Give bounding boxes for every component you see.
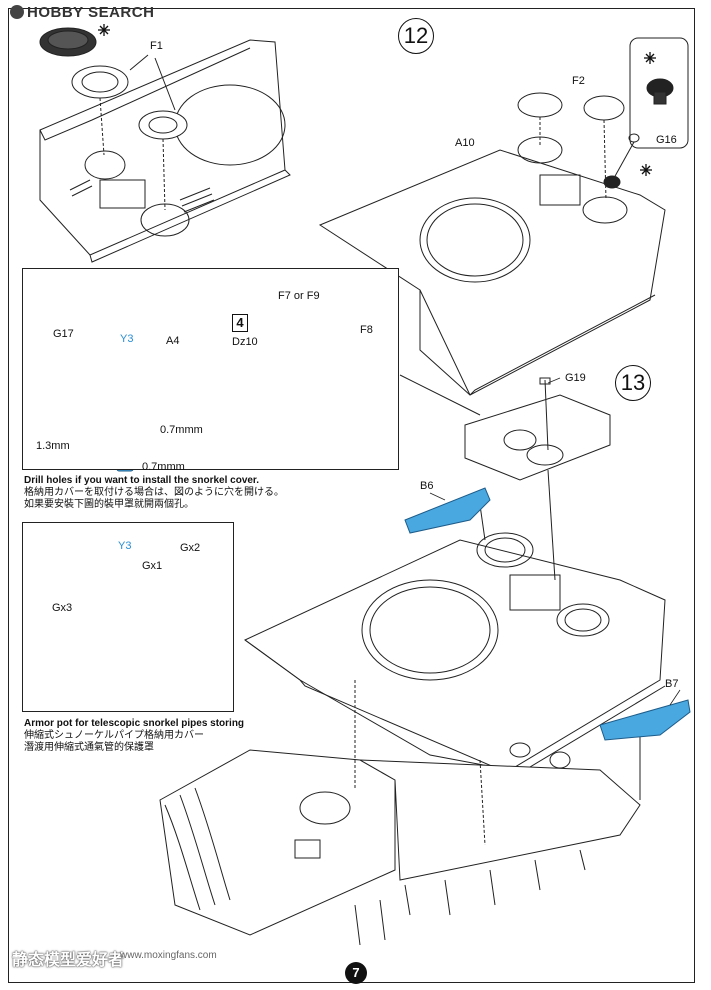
label-1-3mm: 1.3mm xyxy=(36,440,70,452)
step-13-number: 13 xyxy=(615,365,651,401)
label-0-7mm-b: 0.7mmm xyxy=(142,461,185,473)
label-g17: G17 xyxy=(53,328,74,340)
label-0-7mm-a: 0.7mmm xyxy=(160,424,203,436)
label-a10: A10 xyxy=(455,137,475,149)
part-b6 xyxy=(404,487,491,534)
lower-hull xyxy=(159,680,641,946)
label-gx2: Gx2 xyxy=(180,542,201,554)
label-step-4-box: 4 xyxy=(232,314,248,332)
label-a4: A4 xyxy=(166,335,180,347)
label-b7: B7 xyxy=(665,678,679,690)
label-g16: G16 xyxy=(656,134,677,146)
label-dz10: Dz10 xyxy=(232,336,258,348)
top-plate-step13 xyxy=(464,377,611,481)
caption-drill-holes: Drill holes if you want to install the s… xyxy=(24,475,284,511)
label-g19: G19 xyxy=(565,372,586,384)
label-f1: F1 xyxy=(150,40,163,52)
watermark-top: HOBBY SEARCH xyxy=(10,4,154,21)
watermark-url: www.moxingfans.com xyxy=(120,950,217,961)
step-12-number: 12 xyxy=(398,18,434,54)
caption-armor-pot: Armor pot for telescopic snorkel pipes s… xyxy=(24,718,244,754)
inset-armor-pot xyxy=(22,522,234,712)
hull-top-left xyxy=(39,39,291,263)
hobby-search-logo-icon xyxy=(10,5,24,19)
caption-pot-en: Armor pot for telescopic snorkel pipes s… xyxy=(24,718,245,729)
label-f2: F2 xyxy=(572,75,585,87)
caption-pot-jp: 伸縮式シュノーケルパイプ格納用カバー xyxy=(24,730,204,741)
inset-drill-holes xyxy=(22,268,399,470)
watermark-bottom: 静态模型爱好者 xyxy=(12,952,125,969)
label-y3: Y3 xyxy=(120,333,134,345)
label-gx3: Gx3 xyxy=(52,602,73,614)
page-number: 7 xyxy=(345,962,367,984)
label-gx1: Gx1 xyxy=(142,560,163,572)
caption-pot-cn: 潛渡用伸縮式通氣管的保護罩 xyxy=(24,742,154,753)
label-y3-pot: Y3 xyxy=(118,540,132,552)
label-b6: B6 xyxy=(420,480,434,492)
caption-drill-jp: 格納用カバーを取付ける場合は、図のように穴を開ける。 xyxy=(24,487,284,498)
caption-drill-en: Drill holes if you want to install the s… xyxy=(24,475,260,486)
label-f8: F8 xyxy=(360,324,373,336)
label-f7-or-f9: F7 or F9 xyxy=(278,290,320,302)
caption-drill-cn: 如果要安裝下圖的裝甲罩就開兩個孔。 xyxy=(24,499,194,510)
part-b7 xyxy=(599,699,691,741)
main-hull-step13 xyxy=(244,469,666,777)
